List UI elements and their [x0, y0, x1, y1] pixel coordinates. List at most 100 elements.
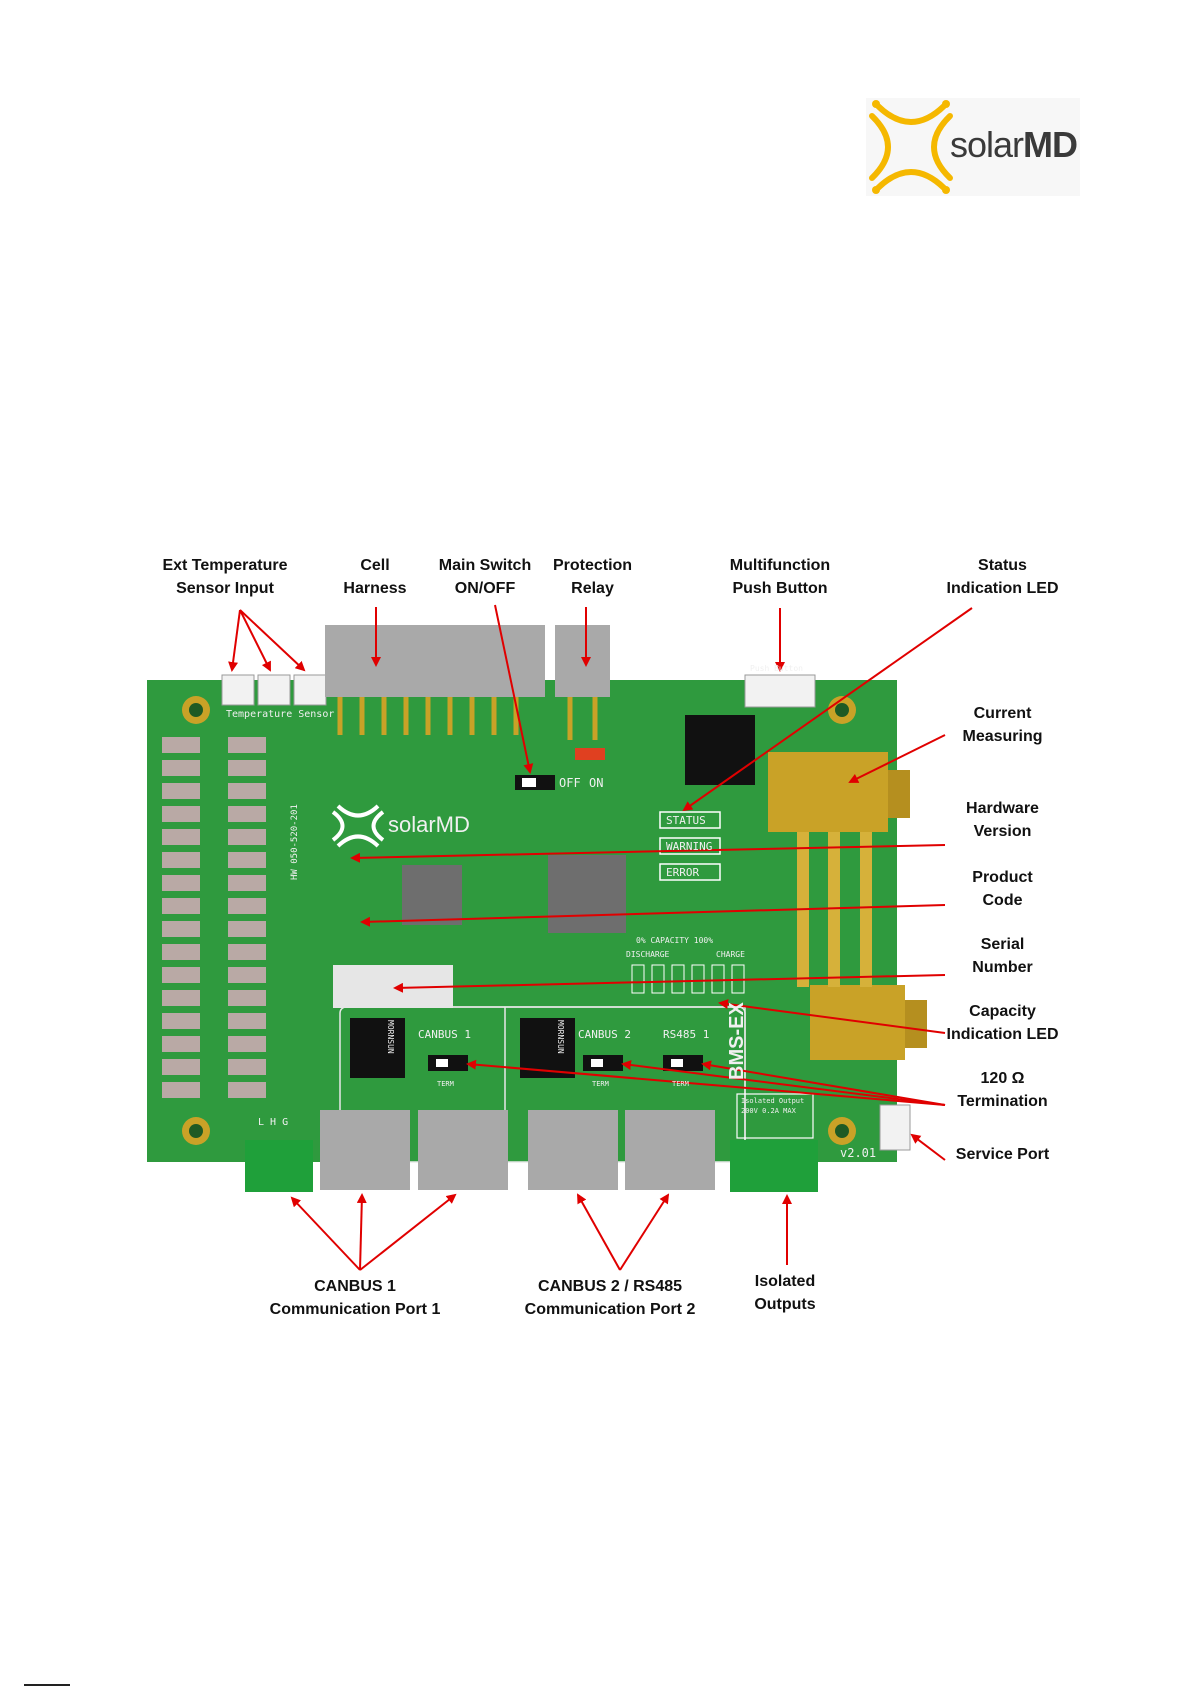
board-solarmd-logo	[331, 804, 385, 848]
balancing-resistor	[162, 829, 200, 845]
label-multifunction: Multifunction Push Button	[729, 557, 831, 597]
chip-isolator-2	[520, 1018, 575, 1078]
board-temp-sensor-label: Temperature Sensor	[226, 709, 335, 720]
chip-mcu-2	[548, 855, 626, 933]
push-button-connector	[744, 674, 816, 708]
page-bottom-rule	[24, 1684, 70, 1686]
balancing-resistor	[228, 898, 266, 914]
annotation-arrows	[228, 604, 973, 1271]
board-canbus2-label: CANBUS 2	[578, 1028, 631, 1041]
balancing-resistor	[228, 875, 266, 891]
board-mornsun-label-1: MORNSUN	[386, 1020, 395, 1054]
balancing-resistor	[228, 783, 266, 799]
cell-harness-connector	[325, 625, 545, 697]
solarmd-logo-mark-icon	[869, 100, 953, 194]
current-shunt-bottom	[810, 985, 905, 1060]
temperature-connectors	[221, 674, 327, 706]
label-canbus1-port: CANBUS 1 Communication Port 1	[269, 1278, 441, 1318]
termination-switches	[428, 1055, 703, 1071]
balancing-resistor	[162, 1059, 200, 1075]
main-switch	[515, 775, 555, 790]
board-lhg-label: L H G	[258, 1117, 289, 1128]
label-serial-number: Serial Number	[972, 936, 1033, 976]
balancing-resistor	[228, 806, 266, 822]
capacity-leds	[631, 964, 745, 994]
board-warning-label: WARNING	[666, 840, 713, 853]
board-logo-text: solarMD	[388, 812, 470, 837]
label-termination: 120 Ω Termination	[957, 1070, 1048, 1110]
balancing-resistor	[162, 944, 200, 960]
balancing-resistor	[162, 921, 200, 937]
mounting-holes	[182, 696, 856, 1145]
board-capacity-label: 0% CAPACITY 100%	[636, 936, 714, 945]
balancing-resistor	[228, 1036, 266, 1052]
canbus1-rj45-b	[418, 1110, 508, 1190]
serial-number-sticker	[333, 965, 453, 1008]
capacity-led	[631, 964, 645, 994]
balancing-resistor	[228, 1059, 266, 1075]
protection-relay-connector	[555, 625, 610, 697]
board-isolated-output-label: Isolated Output	[741, 1097, 805, 1105]
board-mornsun-label-2: MORNSUN	[556, 1020, 565, 1054]
balancing-resistor	[162, 852, 200, 868]
board-version-label: v2.01	[840, 1146, 877, 1160]
chip-mcu-1	[402, 865, 462, 925]
balancing-resistor	[228, 990, 266, 1006]
service-port-connector	[879, 1104, 911, 1151]
balancing-resistor	[162, 760, 200, 776]
board-term-label-3: TERM	[672, 1080, 689, 1088]
canbus2-rj45-a	[528, 1110, 618, 1190]
balancing-resistor	[162, 783, 200, 799]
board-hw-code-label: HW 050-520-201	[290, 804, 300, 880]
chip-isolator-1	[350, 1018, 405, 1078]
balancing-resistor	[162, 1082, 200, 1098]
board-term-label-1: TERM	[437, 1080, 454, 1088]
balancing-resistor	[228, 967, 266, 983]
isolated-output-terminal	[730, 1140, 818, 1192]
balancing-resistor	[228, 1082, 266, 1098]
cell-harness-pins	[337, 697, 519, 735]
label-ext-temperature: Ext Temperature Sensor Input	[162, 557, 288, 597]
current-shunt-top	[768, 752, 888, 832]
balancing-resistor	[228, 944, 266, 960]
label-product-code: Product Code	[972, 869, 1033, 909]
balancing-resistor	[162, 875, 200, 891]
capacity-led	[691, 964, 705, 994]
balancing-resistor	[228, 852, 266, 868]
board-push-button-label: Push Button	[750, 664, 803, 673]
label-cell-harness: Cell Harness	[343, 557, 407, 597]
balancing-resistor	[228, 737, 266, 753]
board-model-label: BMS-EX	[726, 1002, 748, 1080]
balancing-resistor	[162, 1013, 200, 1029]
board-status-label: STATUS	[666, 814, 706, 827]
label-protection-relay: Protection Relay	[552, 557, 633, 597]
resistor-array	[162, 737, 266, 1098]
board-discharge-label: DISCHARGE	[626, 950, 670, 959]
board-off-label: OFF	[559, 776, 581, 790]
balancing-resistor	[228, 760, 266, 776]
capacity-led	[731, 964, 745, 994]
label-main-switch: Main Switch ON/OFF	[438, 557, 532, 597]
chip-large-black	[685, 715, 755, 785]
capacity-led	[651, 964, 665, 994]
label-hardware-version: Hardware Version	[966, 800, 1039, 840]
canbus1-rj45-a	[320, 1110, 410, 1190]
board-canbus1-label: CANBUS 1	[418, 1028, 471, 1041]
balancing-resistor	[162, 990, 200, 1006]
balancing-resistor	[162, 737, 200, 753]
balancing-resistor	[162, 1036, 200, 1052]
canbus1-terminal	[245, 1140, 313, 1192]
board-charge-label: CHARGE	[716, 950, 745, 959]
balancing-resistor	[228, 829, 266, 845]
board-term-label-2: TERM	[592, 1080, 609, 1088]
balancing-resistor	[228, 1013, 266, 1029]
solarmd-logo-text: solarMD	[950, 124, 1078, 165]
pcb-board	[147, 680, 897, 1162]
board-on-label: ON	[589, 776, 604, 790]
board-error-label: ERROR	[666, 866, 700, 879]
balancing-resistor	[162, 898, 200, 914]
label-isolated-outputs: Isolated Outputs	[754, 1273, 816, 1313]
label-service-port: Service Port	[955, 1146, 1050, 1163]
balancing-resistor	[228, 921, 266, 937]
